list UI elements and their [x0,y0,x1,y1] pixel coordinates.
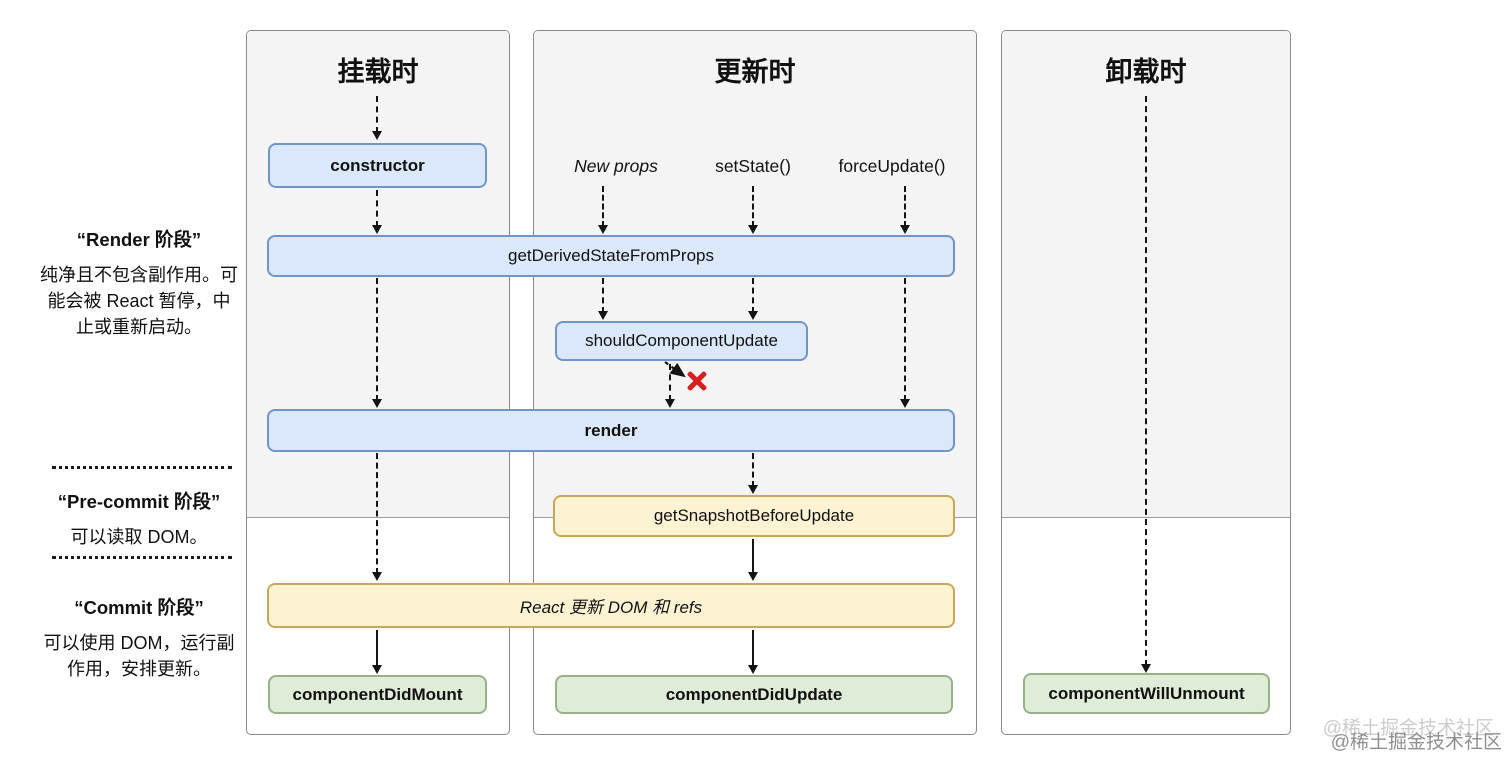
flow-arrow [747,539,759,581]
flow-arrow [747,186,759,234]
pre-commit-phase-title: “Pre-commit 阶段” [57,491,221,512]
commit-phase-note: “Commit 阶段” 可以使用 DOM，运行副作用，安排更新。 [40,594,238,682]
component-will-unmount-box: componentWillUnmount [1023,673,1270,714]
red-x-icon [685,369,709,393]
component-did-update-box: componentDidUpdate [555,675,953,714]
react-updates-dom-box: React 更新 DOM 和 refs [267,583,955,628]
column-header-mounting: 挂载时 [337,57,419,87]
commit-phase-title: “Commit 阶段” [74,597,204,618]
constructor-box: constructor [268,143,487,188]
render-phase-title: “Render 阶段” [76,229,202,250]
flow-arrow [899,186,911,234]
watermark: @稀土掘金技术社区 [1330,732,1502,753]
flow-arrow [371,190,383,234]
trigger-new-props: New props [574,156,658,176]
render-phase-note: “Render 阶段” 纯净且不包含副作用。可能会被 React 暂停，中止或重… [40,226,238,340]
flow-arrow [747,630,759,674]
flow-arrow [747,278,759,320]
flow-arrow [664,364,676,408]
render-box: render [267,409,955,452]
render-phase-body: 纯净且不包含副作用。可能会被 React 暂停，中止或重新启动。 [40,265,238,337]
column-header-updating: 更新时 [714,57,796,87]
flow-arrow [747,453,759,494]
flow-arrow [371,453,383,581]
component-did-mount-box: componentDidMount [268,675,487,714]
flow-arrow [597,278,609,320]
flow-arrow [597,186,609,234]
dotted-divider [52,466,232,469]
column-header-unmounting: 卸载时 [1105,57,1187,87]
flow-arrow [371,96,383,140]
reject-branch-arrow [664,361,686,378]
flow-arrow [371,630,383,674]
pre-commit-phase-note: “Pre-commit 阶段” 可以读取 DOM。 [40,488,238,550]
trigger-force-update: forceUpdate() [838,156,946,176]
get-derived-state-from-props-box: getDerivedStateFromProps [267,235,955,277]
dotted-divider [52,556,232,559]
commit-phase-body: 可以使用 DOM，运行副作用，安排更新。 [43,633,235,679]
flow-arrow [371,278,383,408]
flow-arrow [1140,96,1152,673]
watermark: @稀土掘金技术社区 [1322,718,1494,739]
get-snapshot-before-update-box: getSnapshotBeforeUpdate [553,495,955,537]
trigger-set-state: setState() [715,156,791,176]
pre-commit-phase-body: 可以读取 DOM。 [70,527,208,547]
flow-arrow [899,278,911,408]
should-component-update-box: shouldComponentUpdate [555,321,808,361]
